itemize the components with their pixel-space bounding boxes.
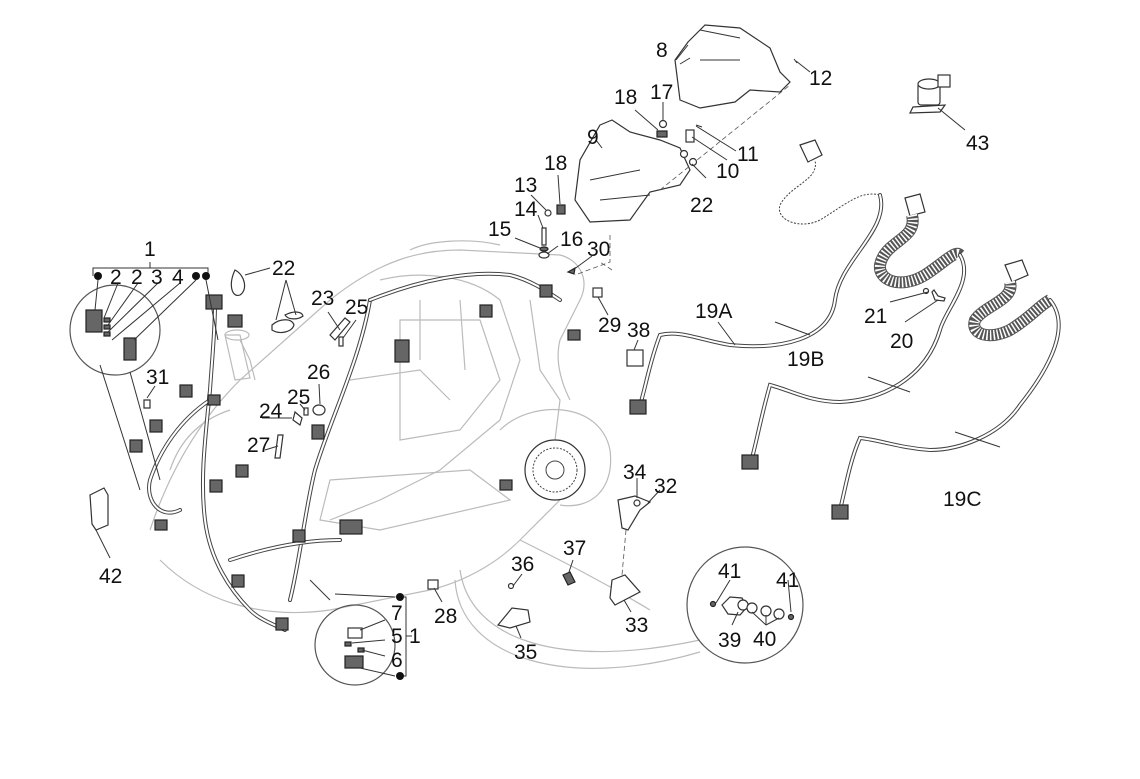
callout-2: 2 <box>110 266 122 289</box>
callout-37: 37 <box>563 537 586 560</box>
part-23-bracket <box>329 317 351 341</box>
callout-11: 11 <box>737 143 759 166</box>
part-31 <box>143 399 151 409</box>
hose-assembly-19A <box>629 139 884 415</box>
part-16 <box>538 251 550 259</box>
part-27-rod <box>274 434 284 459</box>
callout-29: 29 <box>598 314 621 337</box>
callout-31: 31 <box>146 366 169 389</box>
callout-33: 33 <box>625 614 648 637</box>
detail-bubble-connectors <box>69 284 161 491</box>
part-29 <box>592 287 603 298</box>
callout-25: 25 <box>287 386 310 409</box>
callout-17: 17 <box>650 81 673 104</box>
part-18b <box>556 204 566 215</box>
part-11 <box>695 124 703 128</box>
callout-16: 16 <box>560 228 583 251</box>
part-38-relay <box>626 349 644 367</box>
part-22-nut-a <box>679 149 689 159</box>
callout-1: 1 <box>144 238 156 261</box>
callout-30: 30 <box>587 238 610 261</box>
callout-labels: 1 2 2 3 4 1 5 6 7 8 9 10 11 12 13 14 15 … <box>99 39 989 672</box>
part-18a <box>656 130 668 138</box>
leader-lines <box>95 57 966 639</box>
callout-15: 15 <box>488 218 511 241</box>
callout-35: 35 <box>514 641 537 664</box>
part-43-sensor <box>909 74 951 114</box>
callout-27: 27 <box>247 434 270 457</box>
callout-8: 8 <box>656 39 668 62</box>
callout-26: 26 <box>307 361 330 384</box>
callout-20: 20 <box>890 330 913 353</box>
callout-42: 42 <box>99 565 122 588</box>
part-20-bracket <box>931 289 946 302</box>
callout-22: 22 <box>272 257 295 280</box>
callout-6: 6 <box>391 649 403 672</box>
callout-40: 40 <box>753 628 776 651</box>
part-10 <box>685 129 695 143</box>
callout-19A: 19A <box>695 300 732 323</box>
part-22-ring <box>230 269 246 296</box>
main-wiring-harness <box>129 271 581 632</box>
callout-41: 41 <box>718 560 741 583</box>
part-42-cover <box>89 487 109 531</box>
part-8-cover <box>674 24 791 109</box>
callout-4: 4 <box>172 266 184 289</box>
callout-12: 12 <box>809 67 832 90</box>
part-22-grommets <box>271 311 304 334</box>
part-28 <box>427 579 439 590</box>
part-35-housing <box>496 607 531 629</box>
part-25b-screw <box>303 407 309 416</box>
detail-bubble-grommets <box>686 546 804 664</box>
callout-32: 32 <box>654 475 677 498</box>
part-33-bracket <box>609 574 641 606</box>
callout-34: 34 <box>623 461 647 484</box>
callout-28: 28 <box>434 605 457 628</box>
callout-25: 25 <box>345 296 368 319</box>
scooter-frame <box>149 240 651 614</box>
callout-36: 36 <box>511 553 534 576</box>
callout-1: 1 <box>409 625 421 648</box>
callout-21: 21 <box>864 305 887 328</box>
part-17 <box>658 119 668 129</box>
bracket-1 <box>92 262 209 276</box>
callout-13: 13 <box>514 174 537 197</box>
callout-2: 2 <box>131 266 143 289</box>
callout-41: 41 <box>776 569 799 592</box>
callout-39: 39 <box>718 629 741 652</box>
part-25a-screw <box>338 336 344 347</box>
callout-18: 18 <box>544 152 567 175</box>
callout-3: 3 <box>151 266 163 289</box>
detail-bubble-fuse <box>309 579 396 686</box>
part-34-nut <box>633 499 641 507</box>
part-24-clip <box>292 410 303 426</box>
engine-fan <box>524 439 586 501</box>
callout-23: 23 <box>311 287 334 310</box>
callout-19B: 19B <box>787 348 824 371</box>
hose-assembly-19C <box>831 259 1061 520</box>
part-13 <box>544 209 552 217</box>
callout-22: 22 <box>690 194 713 217</box>
callout-19C: 19C <box>943 488 982 511</box>
part-36-screw <box>507 582 515 590</box>
callout-9: 9 <box>587 126 599 149</box>
part-26-clamp <box>312 404 326 416</box>
part-32-bracket <box>617 495 652 531</box>
part-12 <box>793 58 798 64</box>
callout-10: 10 <box>716 160 739 183</box>
callout-14: 14 <box>514 198 538 221</box>
callout-18: 18 <box>614 86 637 109</box>
hose-assembly-19B <box>741 193 967 470</box>
part-14-bolt <box>541 227 547 246</box>
callout-5: 5 <box>391 625 403 648</box>
callout-38: 38 <box>627 319 650 342</box>
part-15 <box>539 246 549 252</box>
callout-24: 24 <box>259 400 283 423</box>
part-37-clip <box>562 571 576 586</box>
callout-43: 43 <box>966 132 989 155</box>
callout-7: 7 <box>391 602 403 625</box>
